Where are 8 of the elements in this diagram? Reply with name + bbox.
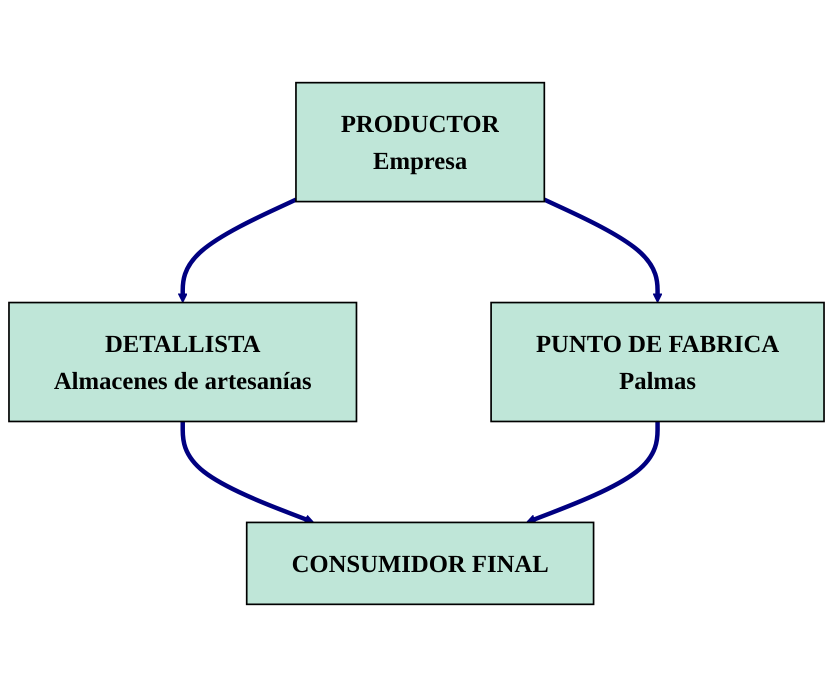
node-box: DETALLISTA Almacenes de artesanías [8,302,358,422]
node-box: PRODUCTOR Empresa [295,82,546,202]
arrow [178,198,297,303]
arrow [180,421,314,524]
arrow [543,198,662,303]
arrow [526,421,660,524]
node-box: PUNTO DE FABRICA Palmas [490,302,825,422]
node-box: CONSUMIDOR FINAL [246,522,594,606]
